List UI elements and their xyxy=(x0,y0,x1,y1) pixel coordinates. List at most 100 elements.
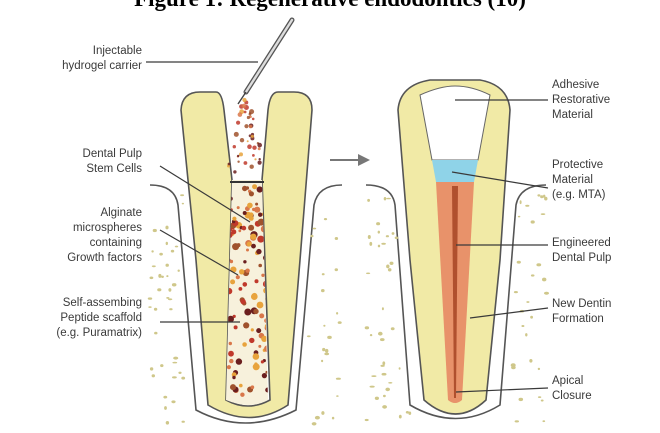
bone-dot xyxy=(371,375,376,377)
bone-dot xyxy=(365,326,369,329)
microsphere xyxy=(246,186,250,190)
bone-dot xyxy=(323,325,325,327)
left-label-3: Self-assembingPeptide scaffold(e.g. Pura… xyxy=(56,297,142,339)
right-label-line: New Dentin xyxy=(552,298,611,310)
microsphere xyxy=(232,376,235,379)
droplet xyxy=(240,138,244,142)
microsphere xyxy=(248,225,254,231)
bone-dot xyxy=(518,216,520,218)
bone-dot xyxy=(321,289,325,292)
bone-dot xyxy=(399,415,402,419)
right-label-4: ApicalClosure xyxy=(552,375,592,402)
right-label-line: Engineered xyxy=(552,237,611,249)
bone-dot xyxy=(392,232,395,235)
left-label-line: Peptide scaffold xyxy=(60,312,142,324)
restorative-material xyxy=(420,86,490,160)
bone-dot xyxy=(388,268,392,271)
bone-dot xyxy=(520,200,522,204)
microsphere xyxy=(236,275,240,279)
bone-dot xyxy=(538,396,541,398)
microsphere xyxy=(261,360,264,363)
bone-dot xyxy=(381,243,386,245)
hydrogel-droplets xyxy=(227,98,262,174)
microsphere xyxy=(243,322,249,328)
left-label-line: Alginate xyxy=(100,207,142,219)
droplet xyxy=(242,104,247,109)
bone-dot xyxy=(336,378,341,380)
microsphere xyxy=(252,293,258,299)
microsphere xyxy=(258,213,262,217)
microsphere xyxy=(229,359,233,363)
droplet xyxy=(252,146,256,150)
bone-dot xyxy=(166,275,168,277)
bone-dot xyxy=(148,306,151,308)
left-label-line: Dental Pulp xyxy=(83,148,142,160)
right-label-line: Closure xyxy=(552,390,592,402)
bone-dot xyxy=(541,400,544,402)
bone-dot xyxy=(542,278,546,282)
bone-dot xyxy=(336,395,339,397)
bone-dot xyxy=(150,367,153,370)
bone-dot xyxy=(386,198,391,200)
bone-dot xyxy=(172,283,177,286)
bone-dot xyxy=(180,194,184,196)
microsphere xyxy=(250,234,256,240)
bone-dot xyxy=(406,411,409,414)
bone-dot xyxy=(324,353,329,356)
bone-dot xyxy=(385,388,390,392)
bone-dot xyxy=(382,405,387,409)
microsphere xyxy=(239,287,243,291)
bone-dot xyxy=(369,242,372,246)
bone-dot xyxy=(313,228,317,230)
left-label-line: Self-assembing xyxy=(63,297,142,309)
right-label-0: AdhesiveRestorativeMaterial xyxy=(552,79,610,121)
bone-dot xyxy=(399,367,401,369)
bone-dot xyxy=(154,308,157,311)
bone-dot xyxy=(367,199,370,202)
left-labels: Injectablehydrogel carrierDental PulpSte… xyxy=(56,45,142,339)
bone-dot xyxy=(171,250,174,253)
droplet xyxy=(244,124,248,128)
microsphere xyxy=(237,243,241,247)
bone-dot xyxy=(322,273,325,275)
bone-dot xyxy=(152,374,155,377)
bone-dot xyxy=(519,398,524,401)
bone-dot xyxy=(335,237,338,240)
bone-dot xyxy=(168,288,171,292)
left-label-line: Growth factors xyxy=(67,252,142,264)
bone-dot xyxy=(540,195,543,198)
microsphere xyxy=(230,279,235,284)
droplet xyxy=(251,135,254,138)
bone-dot xyxy=(378,332,383,336)
bone-dot xyxy=(380,365,384,367)
arrow-right-icon xyxy=(330,154,370,166)
bone-dot xyxy=(148,297,152,299)
microsphere xyxy=(240,299,245,304)
microsphere xyxy=(265,371,268,374)
bone-dot xyxy=(151,250,153,252)
microsphere xyxy=(237,206,240,209)
microsphere xyxy=(246,249,249,252)
droplet xyxy=(254,158,256,160)
droplet xyxy=(249,113,252,116)
droplet xyxy=(252,154,255,157)
mta-layer xyxy=(432,160,478,182)
droplet xyxy=(258,161,262,165)
bone-dot xyxy=(164,406,167,410)
bone-dot xyxy=(517,261,521,264)
microsphere xyxy=(240,393,244,397)
microsphere xyxy=(261,336,267,342)
microsphere xyxy=(257,186,263,192)
microsphere xyxy=(247,203,253,209)
right-label-line: Dental Pulp xyxy=(552,252,611,264)
left-label-line: hydrogel carrier xyxy=(62,60,142,72)
bone-dot xyxy=(178,270,180,272)
microsphere xyxy=(251,244,256,249)
bone-dot xyxy=(531,274,535,276)
bone-dot xyxy=(525,205,529,207)
microsphere xyxy=(252,184,257,189)
bone-dot xyxy=(164,397,166,399)
left-label-1: Dental PulpStem Cells xyxy=(83,148,143,175)
left-label-2: AlginatemicrospherescontainingGrowth fac… xyxy=(67,207,142,264)
droplet xyxy=(247,140,249,142)
